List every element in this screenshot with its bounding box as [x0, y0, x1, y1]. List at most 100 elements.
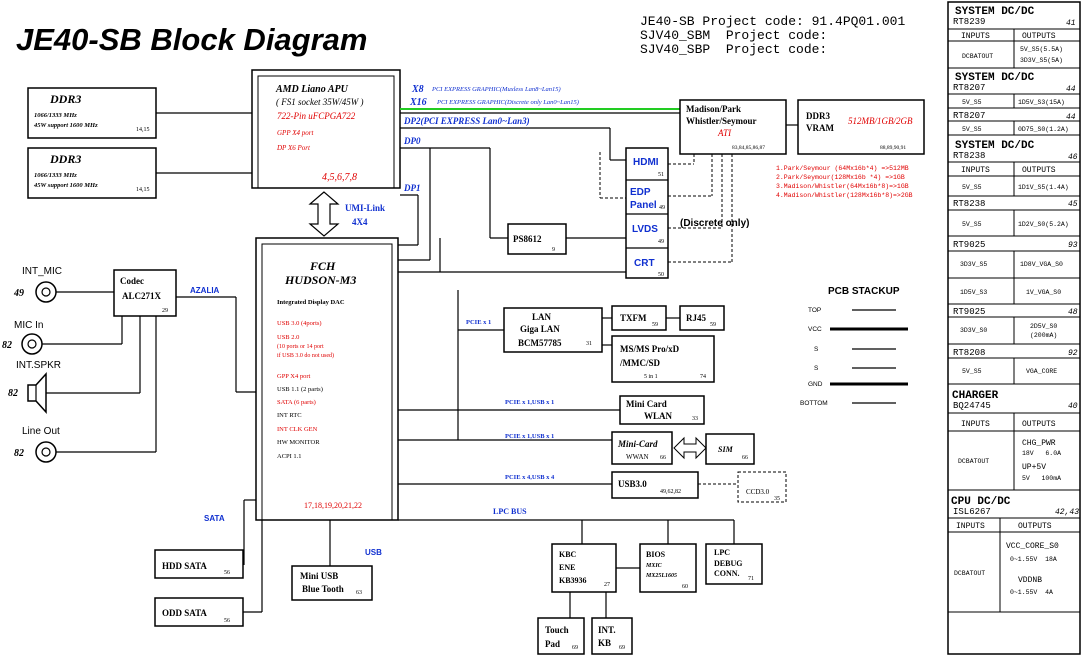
vram-note-4: 4.Madison/Whistler(128Mx16b*8)=>2GB	[776, 192, 913, 199]
s1-page: 41	[1066, 19, 1076, 28]
hdmi-page: 51	[658, 172, 664, 178]
hdd-sata-label: HDD SATA	[162, 561, 207, 571]
s5-output-2: (200mA)	[1030, 332, 1057, 339]
bios-line2: MXIC	[645, 563, 663, 569]
stackup-layer-top: TOP	[808, 307, 821, 314]
int-mic-jack-icon	[35, 281, 57, 303]
crt-page: 50	[658, 272, 664, 278]
project-line-3: SJV40_SBP Project code:	[640, 42, 827, 57]
s2-input-2: 5V_S5	[962, 126, 982, 133]
cpu-outputs-header: OUTPUTS	[1018, 522, 1052, 531]
pcie-usb-wlan-label: PCIE x 1,USB x 1	[505, 399, 554, 406]
discrete-only-note: (Discrete only)	[680, 218, 749, 229]
cpu-dcdc-page: 42,43	[1055, 508, 1079, 517]
lan-block: LAN Giga LAN BCM57785 31	[503, 307, 603, 353]
s4-input-1: 3D3V_S5	[960, 261, 987, 268]
int-kb-block: INT. KB 69	[591, 617, 633, 655]
s2-output-2: 0D75_S0(1.2A)	[1018, 126, 1069, 133]
stackup-layer-s1: S	[814, 346, 819, 353]
apu-gpp: GPP X4 port	[277, 129, 314, 137]
card-reader-block: MS/MS Pro/xD /MMC/SD 5 in 1 74	[611, 335, 715, 383]
odd-sata-block: ODD SATA 56	[154, 597, 244, 627]
stackup-layer-bottom: BOTTOM	[800, 400, 828, 407]
ps8612-label: PS8612	[513, 234, 542, 244]
lpc-bus-label: LPC BUS	[493, 507, 527, 516]
vram-note-2: 2.Park/Seymour(128Mx16b *4) =>1GB	[776, 174, 905, 181]
s5-input: 3D3V_S0	[960, 327, 987, 334]
usb3-block: USB3.0 49,62,82	[611, 471, 699, 499]
power-table: SYSTEM DC/DC RT8239 41 INPUTS OUTPUTS DC…	[947, 1, 1081, 655]
stackup-layer-s2: S	[814, 365, 819, 372]
s3-chip-2: RT8238	[953, 199, 985, 209]
int-mic-page: 49	[13, 288, 24, 299]
fch-dac: Integrated Display DAC	[277, 299, 345, 306]
s5-output-1: 2D5V_S0	[1030, 323, 1057, 330]
dp1-label: DP1	[403, 183, 421, 193]
card-reader-line1: MS/MS Pro/xD	[620, 344, 680, 354]
rj45-page: 59	[710, 322, 716, 328]
ddr3-bottom-block: DDR3 1066/1333 MHz 45W support 1600 MHz …	[27, 147, 157, 199]
gpu-line2: Whistler/Seymour	[686, 116, 757, 126]
edp-label: EDP	[630, 187, 651, 198]
s3-chip: RT8238	[953, 151, 985, 161]
fch-pages: 17,18,19,20,21,22	[304, 501, 362, 510]
line-out-label: Line Out	[22, 426, 60, 437]
lpc-debug-page: 71	[748, 576, 754, 582]
wlan-line1: Mini Card	[626, 399, 667, 409]
gpu-block: Madison/Park Whistler/Seymour ATI 83,84,…	[679, 99, 787, 155]
cpu-output-3: VDDNB	[1018, 576, 1042, 585]
vram-pages: 88,89,90,91	[880, 145, 906, 151]
umi-link-label: UMI-Link	[345, 203, 385, 213]
s1-chip: RT8239	[953, 17, 985, 27]
apu-name: AMD Liano APU	[275, 84, 349, 95]
int-mic-label: INT_MIC	[22, 266, 62, 277]
lvds-page: 49	[658, 239, 664, 245]
apu-pin: 722-Pin uFCPGA722	[277, 111, 356, 121]
bluetooth-label: Blue Tooth	[302, 584, 344, 594]
touchpad-line1: Touch	[545, 625, 569, 635]
wlan-page: 33	[692, 416, 698, 422]
s6-chip: RT8208	[953, 348, 985, 358]
sim-label: SIM	[718, 445, 734, 454]
s6-input: 5V_S5	[962, 368, 982, 375]
dp2-label: DP2(PCI EXPRESS Lan0~Lan3)	[403, 116, 530, 126]
s2-title: SYSTEM DC/DC	[955, 72, 1035, 84]
display-output-group: HDMI 51 EDP Panel 49 LVDS 49 CRT 50	[625, 147, 669, 279]
s3-output-2: 1D2V_S0(5.2A)	[1018, 221, 1069, 228]
rj45-block: RJ45 59	[679, 305, 725, 331]
s5-chip: RT9025	[953, 307, 985, 317]
apu-block: AMD Liano APU ( FS1 socket 35W/45W ) 722…	[251, 69, 401, 189]
s1-inputs-header: INPUTS	[961, 32, 990, 41]
s2-output: 1D5V_S3(15A)	[1018, 99, 1065, 106]
ccd-block: CCD3.0 35	[737, 471, 787, 503]
s1-output-1: 5V_S5(5.5A)	[1020, 46, 1063, 53]
pcb-stackup-title: PCB STACKUP	[828, 286, 900, 297]
kbc-line3: KB3936	[559, 576, 587, 585]
codec-title: Codec	[120, 276, 144, 286]
cpu-output-4: 0~1.55V 4A	[1010, 589, 1053, 596]
bios-page: 60	[682, 584, 688, 590]
x8-desc: PCI EXPRESS GRAPHIC(Muxless Lan8~Lan15)	[431, 86, 561, 93]
ddr3-bottom-page: 14,15	[136, 187, 150, 193]
cpu-dcdc-chip: ISL6267	[953, 507, 991, 517]
hdd-sata-block: HDD SATA 56	[154, 549, 244, 579]
speaker-label: INT.SPKR	[16, 360, 61, 371]
pcie-usb-wwan-label: PCIE x 1,USB x 1	[505, 433, 554, 440]
odd-sata-label: ODD SATA	[162, 608, 207, 618]
charger-chip: BQ24745	[953, 401, 991, 411]
lpc-debug-line1: LPC	[714, 548, 730, 557]
s1-outputs-header: OUTPUTS	[1022, 32, 1056, 41]
bios-line1: BIOS	[646, 550, 666, 559]
s6-page: 92	[1068, 349, 1078, 358]
apu-dp: DP X6 Port	[276, 144, 311, 152]
fch-usb11: USB 1.1 (2 parts)	[277, 386, 323, 393]
cpu-output-2: 0~1.55V 18A	[1010, 556, 1057, 563]
int-kb-line2: KB	[598, 638, 611, 648]
ddr3-bottom-line2: 45W support 1600 MHz	[33, 182, 98, 189]
codec-page: 29	[162, 308, 168, 314]
ddr3-top-block: DDR3 1066/1333 MHz 45W support 1600 MHz …	[27, 87, 157, 139]
s4-output-2: 1V_VGA_S0	[1026, 289, 1061, 296]
wlan-block: Mini Card WLAN 33	[619, 395, 705, 425]
ps8612-block: PS8612 9	[507, 223, 567, 255]
card-reader-line3: 5 in 1	[644, 374, 658, 380]
